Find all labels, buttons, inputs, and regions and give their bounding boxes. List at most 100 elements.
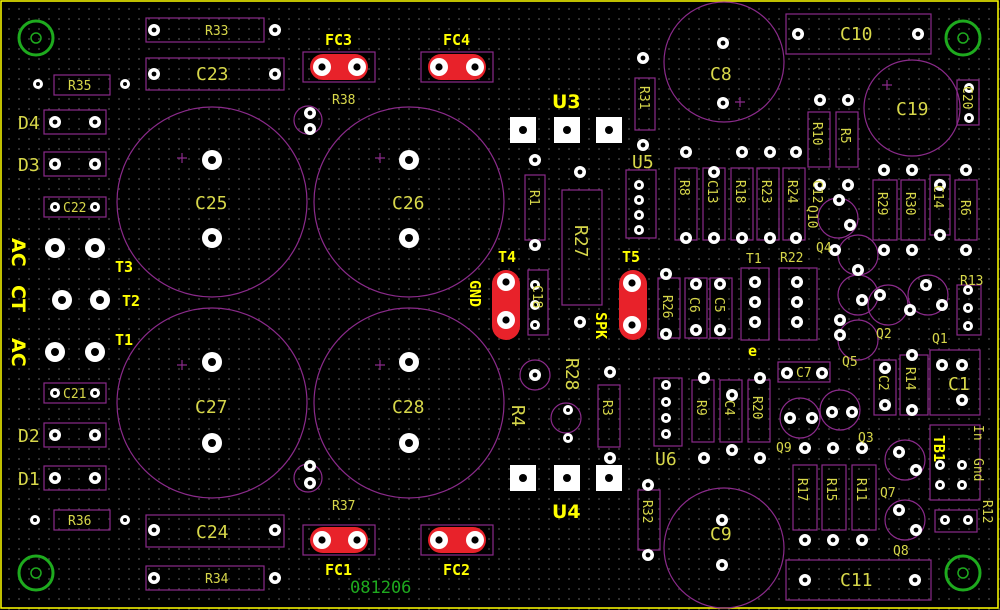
pad-hole bbox=[802, 537, 808, 543]
pad-hole bbox=[915, 31, 921, 37]
label-c12: C12 bbox=[809, 180, 824, 203]
pad-hole bbox=[938, 463, 942, 467]
label-gnd-tb: Gnd bbox=[970, 458, 985, 481]
pad-hole bbox=[809, 415, 815, 421]
pad-hole bbox=[939, 362, 945, 368]
label-d2: D2 bbox=[18, 426, 40, 447]
pad-hole bbox=[123, 518, 127, 522]
pad-hole bbox=[830, 445, 836, 451]
pad-hole bbox=[907, 307, 913, 313]
pad-hole bbox=[802, 445, 808, 451]
label-c13: C13 bbox=[704, 180, 719, 203]
pad-hole bbox=[719, 562, 725, 568]
pad-hole bbox=[353, 63, 361, 71]
label-fc3: FC3 bbox=[325, 31, 352, 49]
pad-hole bbox=[664, 383, 668, 387]
pad-hole bbox=[909, 407, 915, 413]
label-r22: R22 bbox=[780, 251, 803, 266]
pad-hole bbox=[794, 319, 800, 325]
label-d4: D4 bbox=[18, 113, 40, 134]
pad-hole bbox=[208, 439, 216, 447]
pad-hole bbox=[793, 149, 799, 155]
pad-hole bbox=[896, 449, 902, 455]
label-d1: D1 bbox=[18, 469, 40, 490]
pad-hole bbox=[637, 228, 641, 232]
label-gnd: GND bbox=[466, 280, 484, 307]
label-d3: D3 bbox=[18, 155, 40, 176]
pad-hole bbox=[645, 552, 651, 558]
pad-hole bbox=[752, 319, 758, 325]
pad-hole bbox=[91, 244, 99, 252]
pad-hole bbox=[92, 475, 98, 481]
pad-hole bbox=[533, 303, 537, 307]
label-date: 081206 bbox=[350, 578, 411, 598]
label-spk: SPK bbox=[592, 312, 610, 339]
pad-hole bbox=[272, 27, 278, 33]
pad-hole bbox=[92, 161, 98, 167]
pad-hole bbox=[645, 482, 651, 488]
label-r35: R35 bbox=[68, 79, 91, 94]
label-ct: CT bbox=[7, 285, 29, 312]
label-r38: R38 bbox=[332, 93, 355, 108]
label-u5: U5 bbox=[632, 152, 654, 173]
pad-hole bbox=[151, 71, 157, 77]
label-c18: C18 bbox=[529, 285, 544, 308]
pad-hole bbox=[701, 455, 707, 461]
pad-hole bbox=[52, 161, 58, 167]
pad-hole bbox=[882, 365, 888, 371]
label-ac-2: AC bbox=[7, 338, 29, 367]
pad-hole bbox=[607, 369, 613, 375]
pad-hole bbox=[795, 31, 801, 37]
pad-hole bbox=[532, 157, 538, 163]
label-r15: R15 bbox=[823, 478, 838, 501]
pad-hole bbox=[664, 432, 668, 436]
pad-hole bbox=[729, 447, 735, 453]
label-q7: Q7 bbox=[880, 486, 896, 501]
label-c28: C28 bbox=[392, 397, 425, 418]
pad-hole bbox=[533, 283, 537, 287]
pad-hole bbox=[881, 247, 887, 253]
label-r34: R34 bbox=[205, 572, 229, 587]
label-r9: R9 bbox=[693, 400, 708, 416]
pad-hole bbox=[845, 182, 851, 188]
pad-hole bbox=[832, 247, 838, 253]
label-r11: R11 bbox=[853, 478, 868, 501]
pad-hole bbox=[752, 299, 758, 305]
pad-hole bbox=[93, 205, 97, 209]
pad-hole bbox=[966, 306, 970, 310]
pad-hole bbox=[628, 321, 636, 329]
label-u4: U4 bbox=[552, 501, 581, 523]
mounting-holes bbox=[17, 19, 982, 592]
label-r26: R26 bbox=[659, 295, 674, 318]
label-c24: C24 bbox=[196, 522, 229, 543]
pad-hole bbox=[151, 27, 157, 33]
label-r17: R17 bbox=[794, 478, 809, 501]
label-t2: T2 bbox=[122, 292, 140, 310]
label-u3: U3 bbox=[552, 91, 581, 113]
pad-hole bbox=[471, 536, 479, 544]
label-r23: R23 bbox=[758, 180, 773, 203]
pad-hole bbox=[845, 97, 851, 103]
label-c11: C11 bbox=[840, 570, 873, 591]
label-r29: R29 bbox=[874, 192, 889, 215]
pad-hole bbox=[837, 317, 843, 323]
pad-hole bbox=[577, 169, 583, 175]
pad-hole bbox=[793, 235, 799, 241]
pad-hole bbox=[937, 232, 943, 238]
pad-hole bbox=[92, 119, 98, 125]
label-c20: C20 bbox=[959, 86, 974, 109]
pad-hole bbox=[943, 518, 947, 522]
pad-hole bbox=[637, 183, 641, 187]
pad-hole bbox=[849, 409, 855, 415]
pad-hole bbox=[767, 149, 773, 155]
pad-hole bbox=[471, 63, 479, 71]
pluses bbox=[177, 80, 892, 370]
label-fc1: FC1 bbox=[325, 561, 352, 579]
pad-hole bbox=[51, 348, 59, 356]
label-r10: R10 bbox=[809, 122, 824, 145]
label-r14: R14 bbox=[902, 367, 917, 391]
pad-hole bbox=[960, 463, 964, 467]
label-c25: C25 bbox=[195, 193, 228, 214]
pad-hole bbox=[794, 279, 800, 285]
label-r27: R27 bbox=[570, 225, 591, 258]
